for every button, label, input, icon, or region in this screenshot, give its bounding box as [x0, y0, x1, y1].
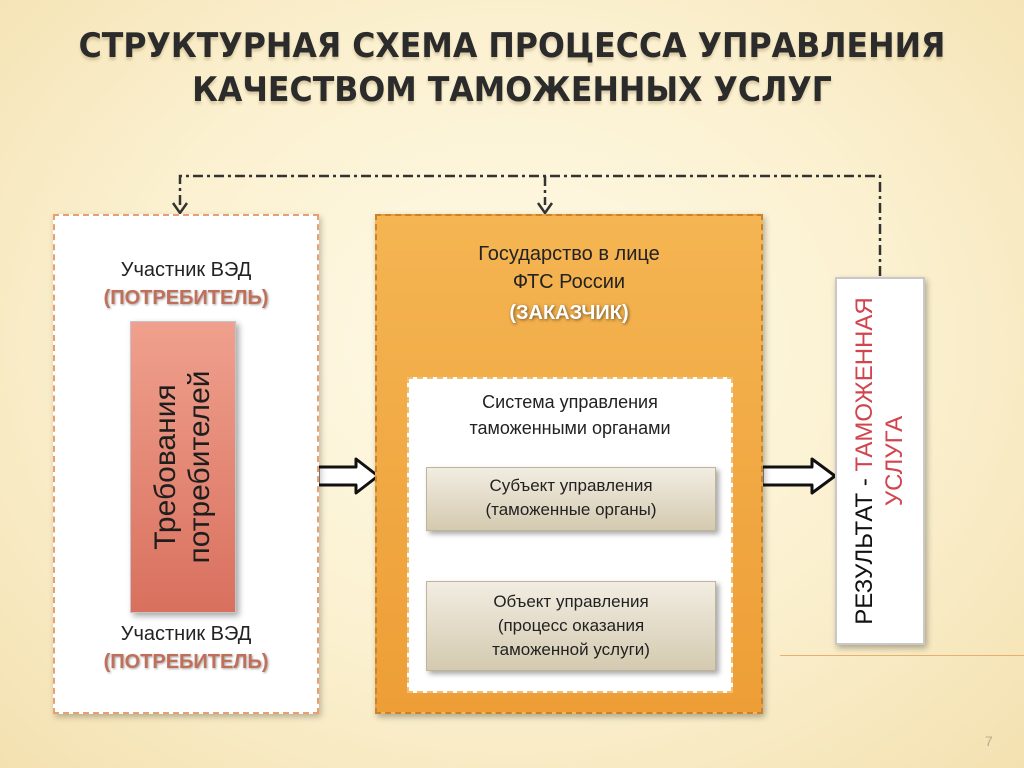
management-system-title: Система управления таможенными органами — [409, 389, 731, 441]
consumer-label-top: Участник ВЭД (ПОТРЕБИТЕЛЬ) — [55, 256, 317, 312]
result-highlight: ТАМОЖЕННАЯ — [851, 297, 878, 472]
subject-box: Субъект управления (таможенные органы) — [426, 467, 716, 531]
consumer-text-top: (ПОТРЕБИТЕЛЬ) — [103, 287, 269, 309]
page-number: 7 — [985, 733, 993, 749]
state-line2: ФТС России — [512, 271, 626, 293]
slide-title-line2: КАЧЕСТВОМ ТАМОЖЕННЫХ УСЛУГ — [192, 70, 832, 110]
requirements-text: Требования потребителей — [149, 370, 217, 563]
requirements-line2: потребителей — [183, 370, 216, 564]
object-subtitle-line2: таможенной услуги) — [492, 640, 650, 659]
consumer-label-bottom: Участник ВЭД (ПОТРЕБИТЕЛЬ) — [55, 620, 317, 676]
management-system-box: Система управления таможенными органами … — [407, 377, 733, 693]
system-line1: Система управления — [482, 392, 658, 412]
participant-text-bottom: Участник ВЭД — [120, 623, 252, 645]
result-text: РЕЗУЛЬТАТ - ТАМОЖЕННАЯ УСЛУГА — [850, 297, 910, 624]
object-box: Объект управления (процесс оказания тамо… — [426, 581, 716, 671]
state-box: Государство в лице ФТС России (ЗАКАЗЧИК)… — [375, 214, 763, 714]
subject-subtitle: (таможенные органы) — [485, 500, 657, 519]
slide-title: СТРУКТУРНАЯ СХЕМА ПРОЦЕССА УПРАВЛЕНИЯ КА… — [36, 24, 988, 112]
requirements-line1: Требования — [149, 384, 182, 550]
participant-text-top: Участник ВЭД — [120, 259, 252, 281]
consumer-box: Участник ВЭД (ПОТРЕБИТЕЛЬ) Требования по… — [53, 214, 319, 714]
state-label: Государство в лице ФТС России (ЗАКАЗЧИК) — [377, 240, 761, 327]
consumer-text-bottom: (ПОТРЕБИТЕЛЬ) — [103, 651, 269, 673]
result-prefix: РЕЗУЛЬТАТ - — [851, 471, 878, 625]
system-line2: таможенными органами — [469, 418, 671, 438]
result-line1: РЕЗУЛЬТАТ - ТАМОЖЕННАЯ — [850, 297, 880, 624]
state-line1: Государство в лице — [478, 243, 660, 265]
decorative-line — [780, 655, 1024, 656]
feedback-arrowhead-left — [171, 202, 189, 216]
feedback-line — [178, 174, 882, 277]
result-box: РЕЗУЛЬТАТ - ТАМОЖЕННАЯ УСЛУГА — [835, 277, 925, 645]
requirements-box: Требования потребителей — [130, 321, 236, 613]
subject-title: Субъект управления — [489, 476, 653, 495]
arrow-to-result — [760, 457, 837, 495]
arrow-to-system — [316, 457, 380, 495]
object-title: Объект управления — [493, 592, 649, 611]
slide-title-line1: СТРУКТУРНАЯ СХЕМА ПРОЦЕССА УПРАВЛЕНИЯ — [78, 26, 946, 66]
object-subtitle-line1: (процесс оказания — [497, 616, 645, 635]
result-line2: УСЛУГА — [881, 415, 908, 507]
feedback-arrowhead-middle — [536, 202, 554, 216]
customer-text: (ЗАКАЗЧИК) — [509, 302, 629, 324]
